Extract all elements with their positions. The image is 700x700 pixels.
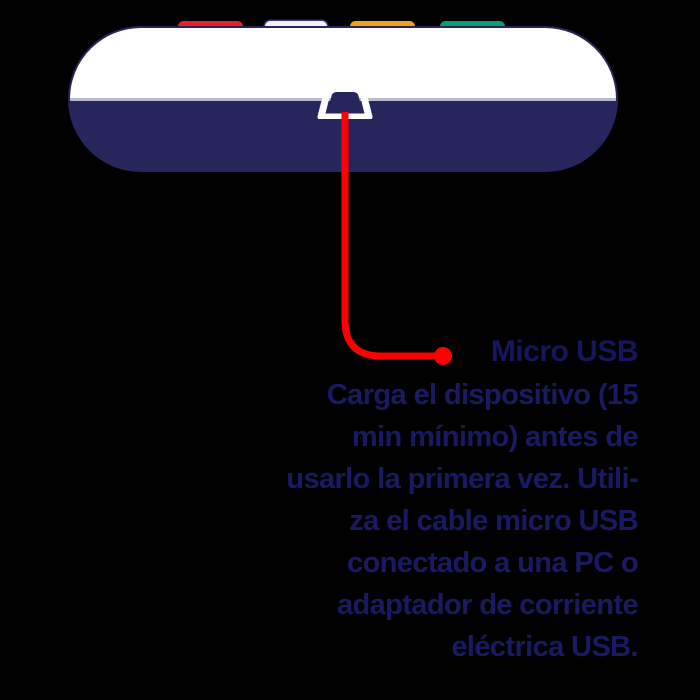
callout-body-text: Carga el dispositivo (15 min mínimo) ant… xyxy=(286,379,638,663)
callout-title: Micro USB xyxy=(490,335,639,368)
device-illustration xyxy=(0,0,700,200)
device-tab-orange xyxy=(350,21,415,32)
device-tab-green xyxy=(440,21,505,32)
device-tab-white xyxy=(265,21,327,32)
callout-text-block: Micro USB Carga el dispositivo (15 min m… xyxy=(238,332,638,668)
micro-usb-port-icon xyxy=(303,83,387,119)
device-tab-red xyxy=(178,21,243,32)
